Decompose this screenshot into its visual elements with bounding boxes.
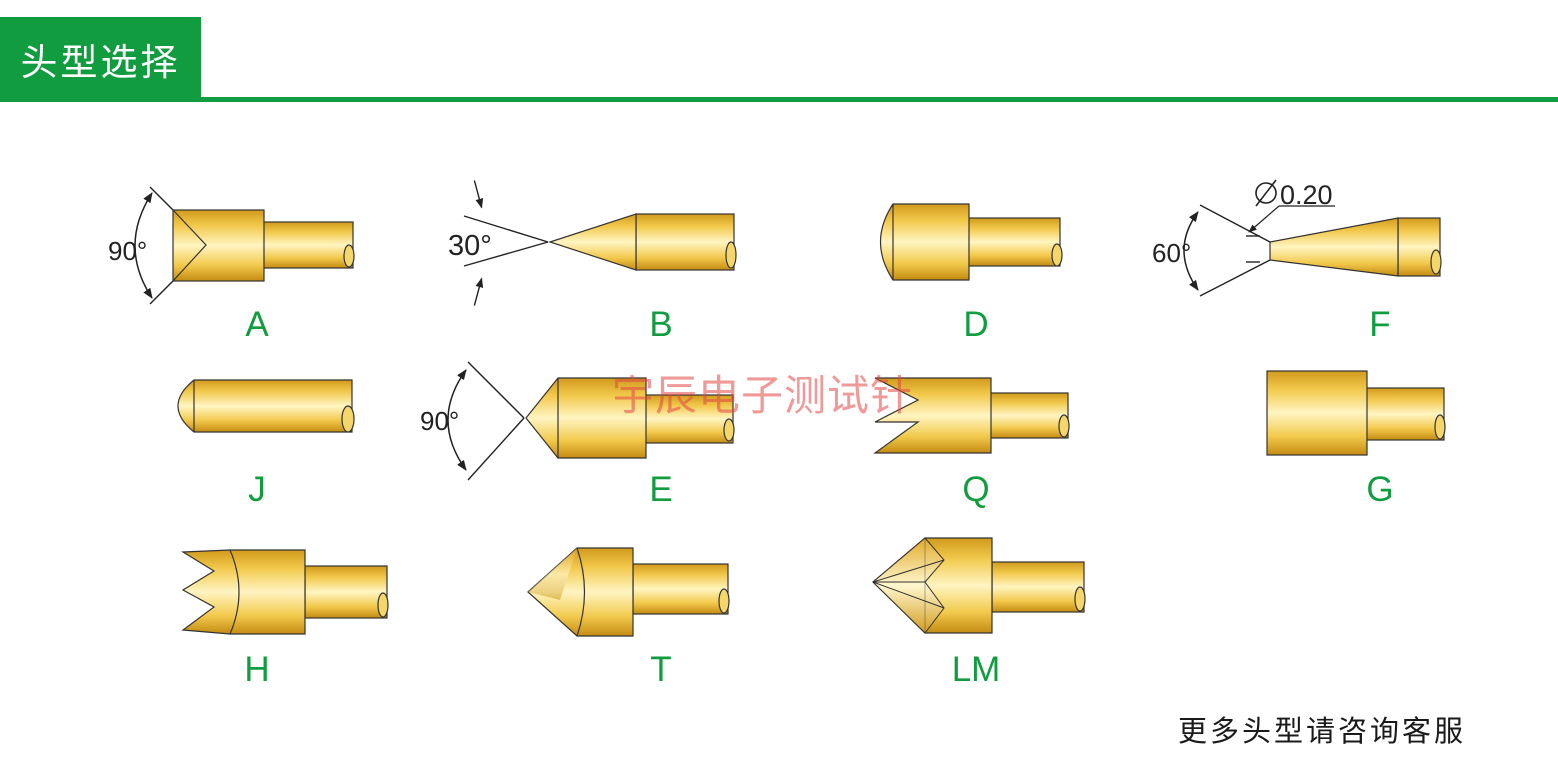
diameter-icon [1255,182,1277,204]
tip-label-t: T [650,650,672,689]
tip-a-vee [172,209,207,282]
section-title: 头型选择 [0,17,201,101]
tip-label-g: G [1366,470,1394,509]
tip-lm-drawing [872,537,1086,634]
tip-a-shaft-end [343,244,355,268]
tip-f-drawing: 0.20 60° [1152,179,1442,297]
tip-q-drawing [873,377,1070,454]
tip-g-drawing [1266,370,1446,456]
tip-a-drawing: 90° [108,186,355,305]
tip-b-angle: 30° [448,230,492,262]
tip-label-a: A [245,305,269,344]
tip-label-d: D [963,305,989,344]
tip-label-b: B [649,305,673,344]
tip-h-drawing [181,549,389,635]
tip-label-f: F [1369,305,1391,344]
header-divider [0,97,1558,102]
tip-label-lm: LM [951,650,1001,689]
tip-label-e: E [649,470,673,509]
tip-b-drawing: 30° [448,180,737,306]
tip-b-cone [548,213,637,271]
footer-note: 更多头型请咨询客服 [1178,714,1467,748]
tip-a-head [172,209,265,282]
tip-e-angle: 90° [420,406,459,436]
tip-label-q: Q [962,470,990,509]
tip-f-diameter: 0.20 [1280,180,1333,210]
tip-a-shaft [262,221,354,269]
tip-a-angle-arc [134,192,153,299]
tip-e-drawing: 90° [420,361,735,481]
tip-f-angle: 60° [1152,238,1191,268]
tip-a-angle: 90° [108,236,147,266]
tip-d-drawing [879,203,1063,281]
tip-j-drawing [177,379,355,433]
tip-label-j: J [248,470,266,509]
watermark: 宇辰电子测试针 [612,371,914,420]
tip-b-shaft [635,213,735,271]
tip-t-drawing [527,547,730,637]
tip-label-h: H [244,650,270,689]
